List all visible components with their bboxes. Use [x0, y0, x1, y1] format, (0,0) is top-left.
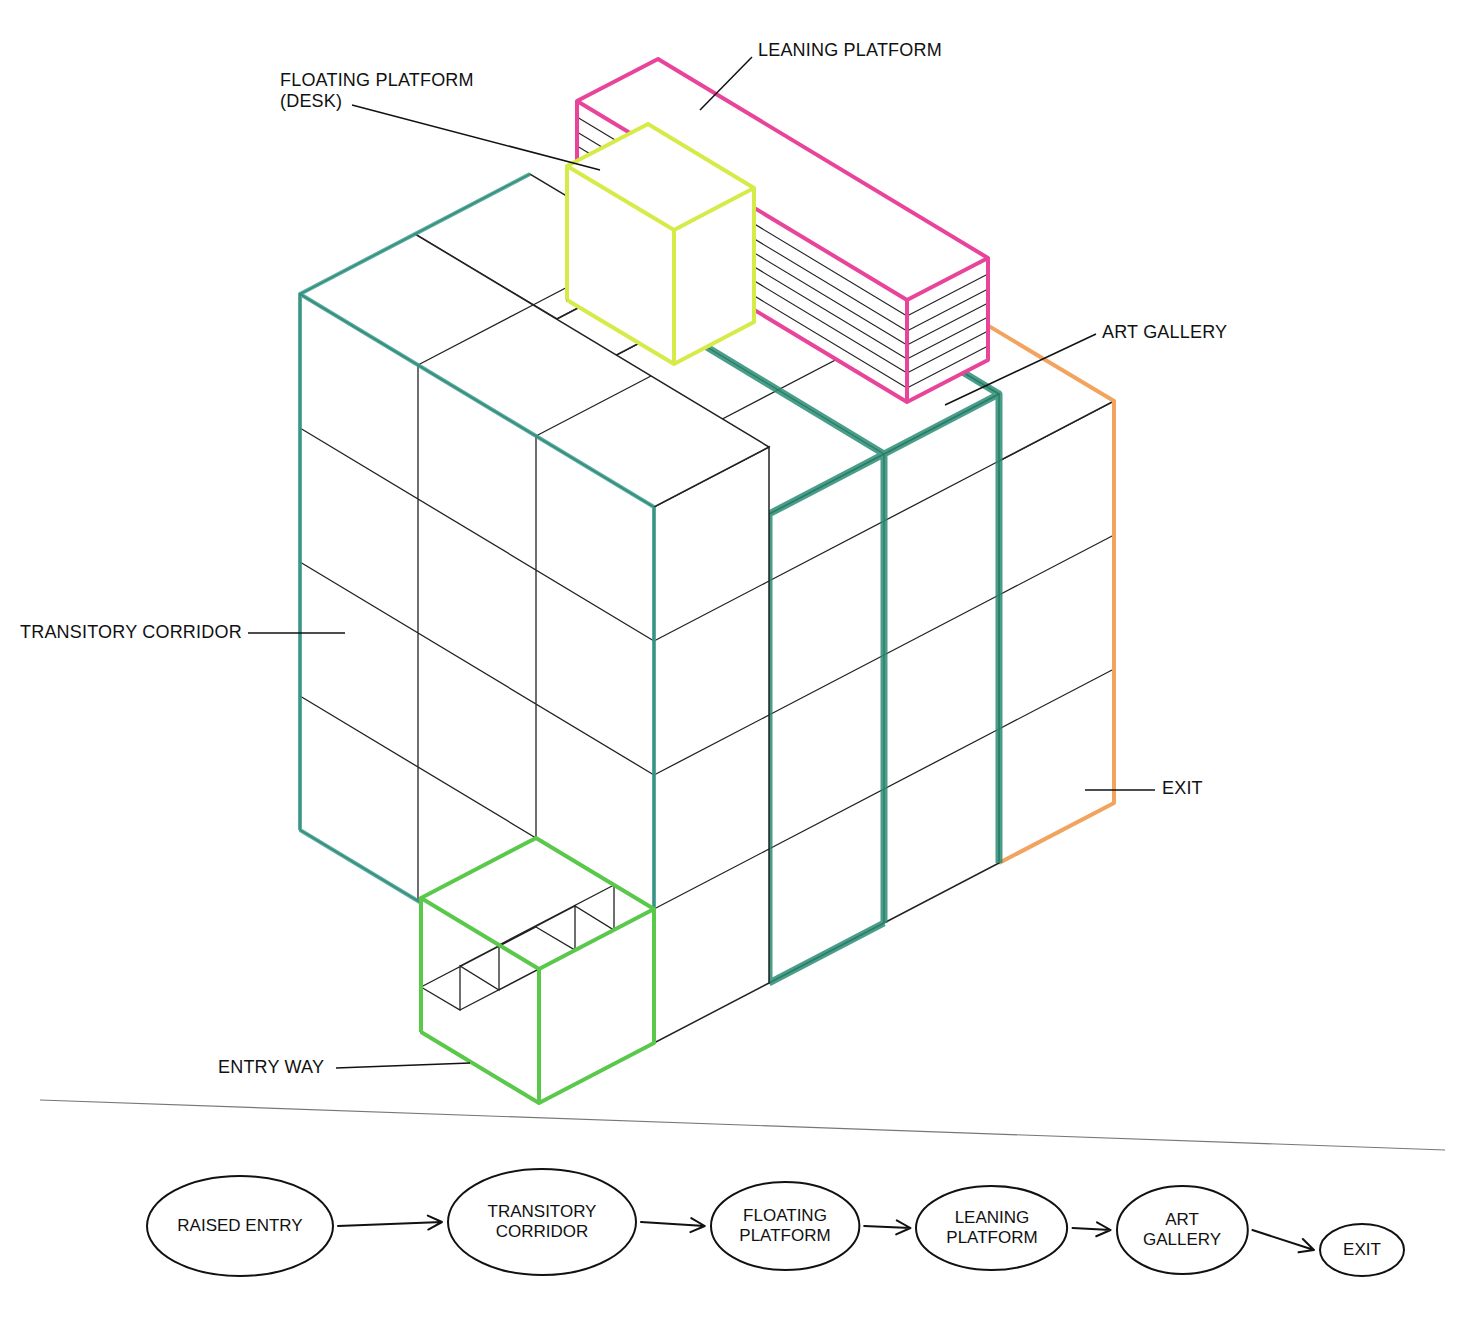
- ellipse-shape: [1320, 1224, 1404, 1276]
- ellipse-shape: [916, 1186, 1067, 1270]
- ellipse-shape: [711, 1182, 859, 1270]
- part-label: EXIT: [1162, 778, 1282, 799]
- part-label: ENTRY WAY: [218, 1057, 378, 1078]
- leader-line: [248, 632, 345, 634]
- node-text-block: ART GALLERY: [1134, 1210, 1229, 1250]
- leader-line: [336, 1063, 470, 1068]
- flow-arrow: [1073, 1222, 1111, 1236]
- node-text-block: EXIT: [1343, 1240, 1381, 1260]
- desk-top: [567, 124, 754, 230]
- part-label: LEANING PLATFORM: [758, 40, 1018, 61]
- flow-arrow: [1252, 1230, 1314, 1252]
- part-label: TRANSITORY CORRIDOR: [20, 622, 280, 643]
- node-text: RAISED ENTRY: [177, 1216, 302, 1236]
- flow-ellipse: FLOATING PLATFORM: [709, 1180, 861, 1272]
- leader-line: [700, 57, 752, 110]
- flow-ellipse: EXIT: [1318, 1222, 1406, 1278]
- node-text: ART GALLERY: [1134, 1210, 1229, 1250]
- part-label: FLOATING PLATFORM (DESK): [280, 70, 495, 112]
- node-text: FLOATING PLATFORM: [730, 1206, 840, 1246]
- node-text-block: FLOATING PLATFORM: [730, 1206, 840, 1246]
- ellipse-shape: [147, 1176, 333, 1276]
- flow-arrow: [338, 1216, 442, 1230]
- ground-line: [40, 1100, 1445, 1150]
- exit-grid: [999, 535, 1114, 729]
- ellipse-shape: [1117, 1186, 1248, 1274]
- flow-ellipse: LEANING PLATFORM: [914, 1184, 1069, 1272]
- flow-ellipse: RAISED ENTRY: [145, 1174, 335, 1278]
- entry-top: [421, 838, 654, 969]
- part-label: ART GALLERY: [1102, 322, 1302, 343]
- node-text: EXIT: [1343, 1240, 1381, 1260]
- node-text-block: LEANING PLATFORM: [937, 1208, 1047, 1248]
- flow-arrow: [864, 1220, 910, 1234]
- leader-line: [1085, 789, 1155, 791]
- flow-arrow: [641, 1218, 705, 1232]
- flow-ellipse: ART GALLERY: [1115, 1184, 1250, 1276]
- node-text-block: RAISED ENTRY: [177, 1216, 302, 1236]
- ellipse-shape: [448, 1169, 636, 1275]
- flow-ellipse: TRANSITORY CORRIDOR: [446, 1167, 638, 1277]
- leader-line: [945, 334, 1096, 405]
- node-text: TRANSITORY CORRIDOR: [477, 1202, 607, 1242]
- node-text: LEANING PLATFORM: [937, 1208, 1047, 1248]
- corridor-grid: [300, 245, 769, 972]
- node-text-block: TRANSITORY CORRIDOR: [477, 1202, 607, 1242]
- leader-line: [352, 105, 600, 170]
- exit-face: [999, 401, 1114, 863]
- desk-outline: [567, 124, 754, 364]
